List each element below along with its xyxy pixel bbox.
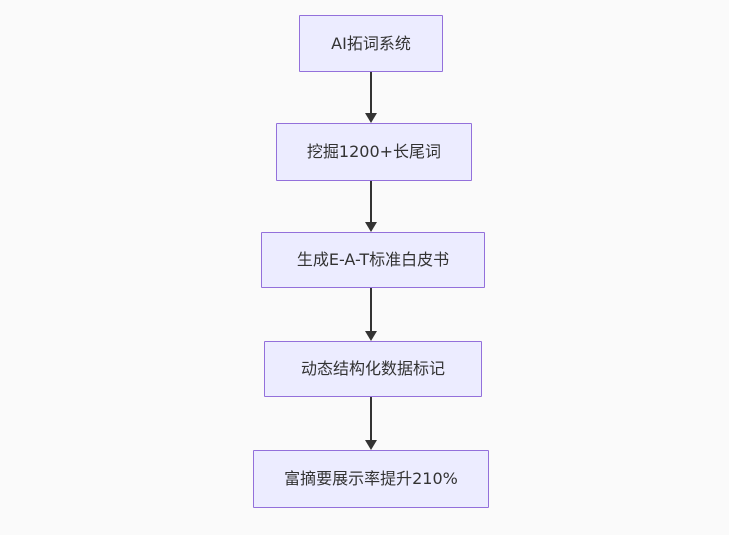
flow-node-longtail-mining: 挖掘1200+长尾词 — [276, 123, 472, 181]
flow-node-rich-snippet-result: 富摘要展示率提升210% — [253, 450, 489, 508]
node-label: 富摘要展示率提升210% — [284, 469, 458, 489]
node-label: AI拓词系统 — [331, 33, 411, 53]
flow-edge-line-1 — [370, 72, 372, 114]
flow-node-ai-keyword-system: AI拓词系统 — [299, 15, 443, 72]
node-label: 挖掘1200+长尾词 — [306, 142, 442, 162]
arrowhead-down-icon — [365, 331, 377, 341]
node-label: 生成E-A-T标准白皮书 — [296, 250, 450, 270]
arrowhead-down-icon — [365, 440, 377, 450]
arrowhead-down-icon — [365, 113, 377, 123]
flow-node-eat-whitepaper: 生成E-A-T标准白皮书 — [261, 232, 485, 288]
flow-edge-line-2 — [370, 181, 372, 223]
flow-node-structured-data-markup: 动态结构化数据标记 — [264, 341, 482, 397]
flow-edge-line-3 — [370, 288, 372, 331]
node-label: 动态结构化数据标记 — [300, 359, 445, 379]
flow-edge-line-4 — [370, 397, 372, 440]
arrowhead-down-icon — [365, 222, 377, 232]
